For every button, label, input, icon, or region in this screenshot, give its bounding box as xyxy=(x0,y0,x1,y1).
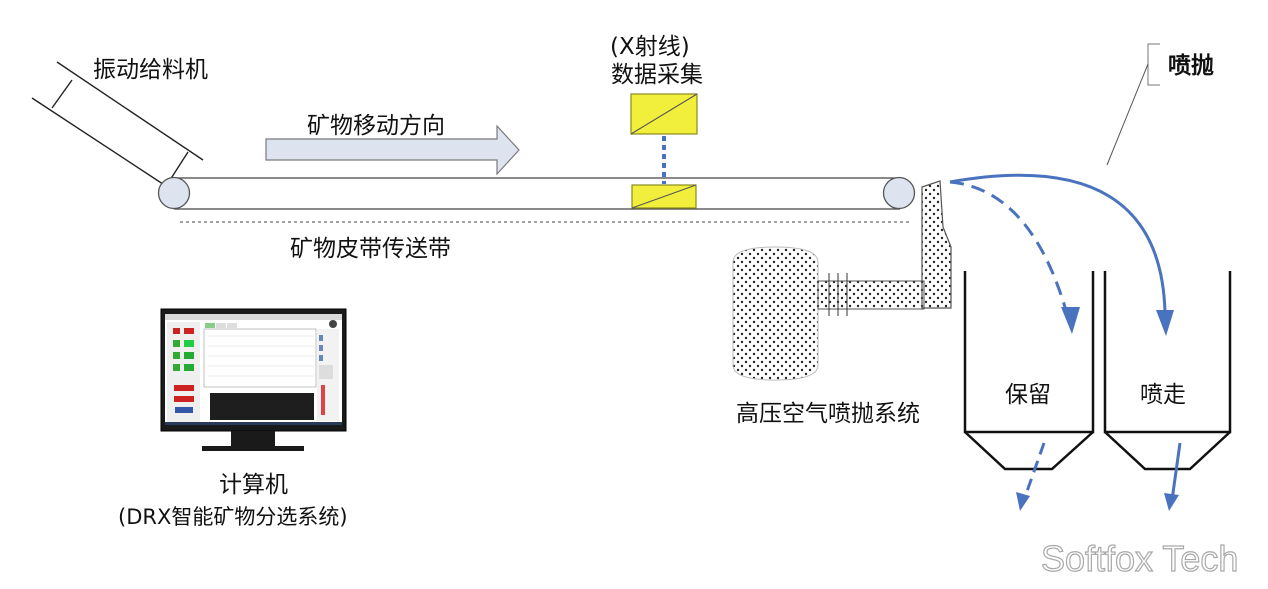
logo-mark xyxy=(175,407,193,413)
conveyor-belt xyxy=(157,176,916,223)
status-button-red-1 xyxy=(173,328,180,334)
status-button-green-3 xyxy=(173,352,180,359)
status-button-green-4 xyxy=(184,352,194,359)
computer-label-line1: 计算机 xyxy=(219,472,288,498)
keep-trajectory-head xyxy=(1061,307,1080,334)
status-button-green-2 xyxy=(184,340,194,347)
belt-roller-left xyxy=(157,176,191,210)
computer-label-line2: (DRX智能矿物分选系统) xyxy=(118,505,348,529)
feeder-label: 振动给料机 xyxy=(93,57,208,83)
monitor-chart-area xyxy=(203,328,317,388)
watermark-text: Softfox Tech xyxy=(1041,538,1238,579)
move-direction-arrow xyxy=(265,124,520,176)
spray-callout-line xyxy=(1106,63,1149,166)
status-button-red-4 xyxy=(174,396,194,402)
status-button-green-5 xyxy=(173,364,180,371)
computer-stand xyxy=(202,431,304,451)
air-system-label: 高压空气喷抛系统 xyxy=(736,401,920,427)
air-nozzle xyxy=(921,180,952,309)
bin-eject xyxy=(1103,271,1232,471)
spray-label: 喷抛 xyxy=(1168,53,1214,79)
vibrating-feeder xyxy=(31,61,204,191)
xray-sensor-top xyxy=(630,93,698,135)
status-button-green-1 xyxy=(173,340,180,347)
bin-keep-label: 保留 xyxy=(1005,382,1051,408)
keep-trajectory-arrow xyxy=(949,180,1072,326)
keep-output-head xyxy=(1016,492,1030,511)
status-button-red-2 xyxy=(184,328,194,334)
xray-label-line1: (X射线) xyxy=(610,34,690,60)
eject-output-arrow xyxy=(1170,442,1182,501)
air-blower-tank xyxy=(732,246,819,381)
belt-roller-right xyxy=(882,176,916,210)
belt-label: 矿物皮带传送带 xyxy=(290,236,451,262)
xray-label-line2: 数据采集 xyxy=(611,62,703,88)
status-button-green-6 xyxy=(184,364,194,371)
xray-sensor-bottom xyxy=(631,184,697,209)
keep-output-arrow xyxy=(1022,442,1046,501)
eject-trajectory-head xyxy=(1156,310,1174,336)
spray-callout-bracket xyxy=(1147,43,1160,86)
eject-output-head xyxy=(1164,493,1179,511)
eject-trajectory-arrow xyxy=(949,173,1167,313)
monitor-data-strip xyxy=(210,393,314,420)
move-direction-label: 矿物移动方向 xyxy=(307,113,445,139)
bin-eject-label: 喷走 xyxy=(1140,382,1186,408)
window-close-icon xyxy=(329,320,337,328)
computer-monitor xyxy=(160,308,347,432)
status-button-red-3 xyxy=(174,385,194,391)
bin-keep xyxy=(963,271,1095,471)
air-pipe xyxy=(817,273,925,316)
